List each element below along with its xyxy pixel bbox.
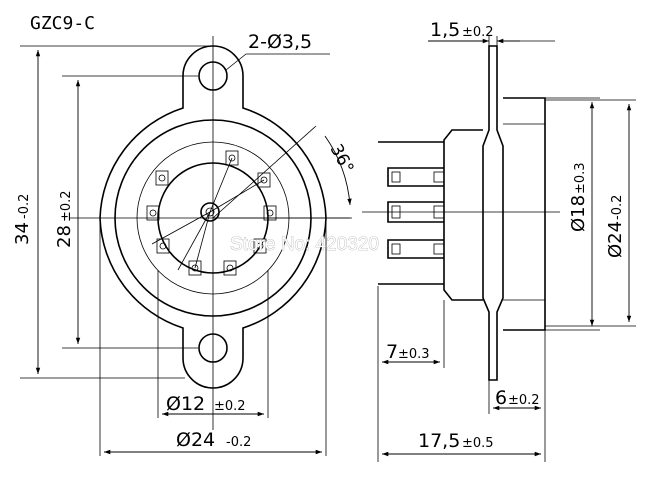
pin-contacts <box>146 150 277 276</box>
plate-thickness-main: 1,5 <box>430 19 460 41</box>
holes-label: 2-Ø3,5 <box>248 31 312 53</box>
width-pins-main: Ø12 <box>166 393 205 415</box>
height-outer-tol: -0.2 <box>17 194 32 219</box>
side-body-front <box>443 129 483 301</box>
height-holes-tol: ±0.2 <box>59 190 74 222</box>
side-view: 1,5 ±0.2 Ø18 ±0.3 Ø24 -0.2 7 ±0.3 6 ±0.2 <box>362 19 636 462</box>
pin-length-main: 7 <box>386 341 398 363</box>
body-depth-tol: ±0.2 <box>508 393 540 408</box>
pin-length-tol: ±0.3 <box>398 347 430 362</box>
body-diameter-tol: ±0.3 <box>573 162 588 194</box>
body-depth-main: 6 <box>495 387 507 409</box>
store-watermark: Store No: 420320 <box>230 234 379 255</box>
angle-label: 36° <box>326 141 358 177</box>
total-length-main: 17,5 <box>418 430 460 452</box>
side-body-rear <box>503 97 546 331</box>
plate-thickness-tol: ±0.2 <box>462 25 494 40</box>
height-holes-main: 28 <box>54 225 75 248</box>
width-pins-tol: ±0.2 <box>214 399 246 414</box>
width-outer-tol: -0.2 <box>226 435 251 450</box>
front-view: 36° 2-Ø3,5 34 -0.2 28 ±0.2 Ø12 ±0.2 Ø24 <box>12 31 357 456</box>
width-outer-main: Ø24 <box>176 429 215 451</box>
height-outer-main: 34 <box>12 222 33 245</box>
side-flange-plate <box>482 45 504 381</box>
drawing-title: GZC9-C <box>30 13 95 34</box>
flange-diameter-tol: -0.2 <box>610 195 625 220</box>
side-pins <box>378 141 445 285</box>
body-diameter-main: Ø18 <box>568 195 589 232</box>
total-length-tol: ±0.5 <box>462 436 494 451</box>
flange-diameter-main: Ø24 <box>605 221 626 258</box>
center-post <box>200 202 220 222</box>
